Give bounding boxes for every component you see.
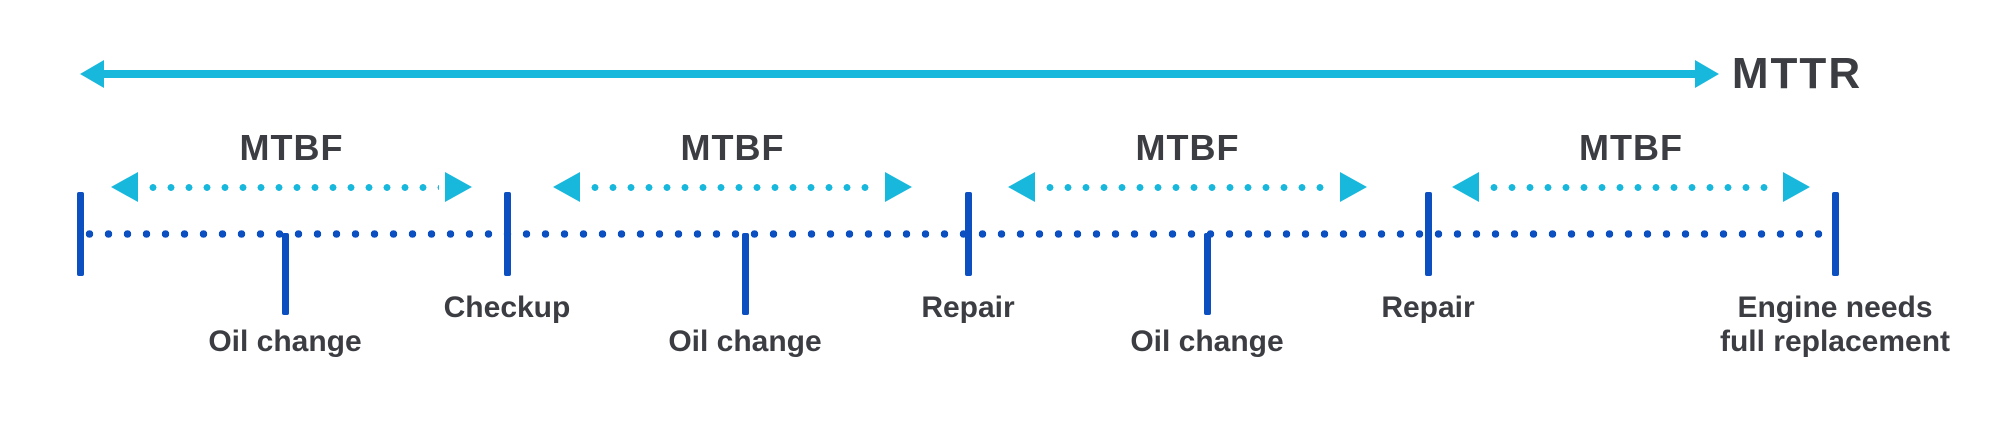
timeline-dotted-line (80, 230, 1835, 238)
event-label: Engine needs full replacement (1719, 291, 1951, 358)
mtbf-arrow-dotted-line (1041, 184, 1334, 191)
mtbf-right-arrowhead-icon (1340, 172, 1367, 202)
event-tick (741, 233, 749, 315)
mttr-arrow-line (98, 70, 1701, 78)
mtbf-right-arrowhead-icon (445, 172, 472, 202)
mtbf-label: MTBF (239, 127, 344, 168)
mtbf-label: MTBF (1135, 127, 1240, 168)
event-label: Oil change (208, 325, 362, 358)
mtbf-right-arrowhead-icon (1783, 172, 1810, 202)
mtbf-arrow-dotted-line (1485, 184, 1777, 191)
mtbf-label: MTBF (1579, 127, 1683, 168)
mtbf-left-arrowhead-icon (1008, 172, 1035, 202)
event-label: Checkup (443, 291, 571, 324)
mtbf-left-arrowhead-icon (553, 172, 580, 202)
event-tick (281, 233, 289, 315)
mtbf-right-arrowhead-icon (885, 172, 912, 202)
timeline-boundary-tick (1424, 192, 1432, 276)
mtbf-arrow-dotted-line (586, 184, 879, 191)
timeline-boundary-tick (964, 192, 972, 276)
timeline-boundary-tick (1831, 192, 1839, 276)
mttr-left-arrowhead-icon (80, 60, 104, 88)
event-label: Repair (1381, 291, 1475, 324)
timeline-boundary-tick (503, 192, 511, 276)
timeline-boundary-tick (76, 192, 84, 276)
mtbf-left-arrowhead-icon (1452, 172, 1479, 202)
mtbf-arrow-dotted-line (144, 184, 439, 191)
event-label: Oil change (668, 325, 822, 358)
mtbf-label: MTBF (680, 127, 785, 168)
event-label: Repair (921, 291, 1015, 324)
mtbf-left-arrowhead-icon (111, 172, 138, 202)
mttr-label: MTTR (1731, 49, 1863, 98)
event-tick (1203, 233, 1211, 315)
mttr-right-arrowhead-icon (1695, 60, 1719, 88)
event-label: Oil change (1130, 325, 1284, 358)
